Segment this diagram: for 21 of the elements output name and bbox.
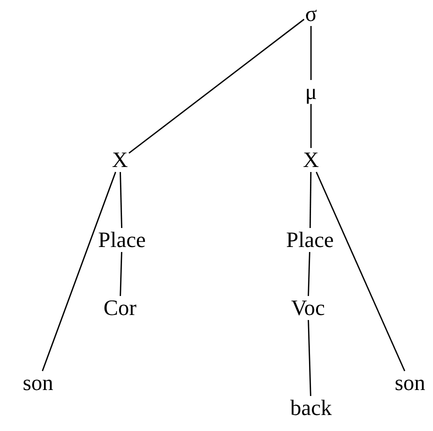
tree-branch-line <box>310 26 312 80</box>
tree-branch-line <box>310 104 312 148</box>
tree-node-label: Voc <box>290 296 326 320</box>
tree-branch-line <box>308 252 310 296</box>
tree-branch-line <box>310 172 312 228</box>
tree-branch-line <box>128 18 304 154</box>
tree-branch-line <box>308 320 312 396</box>
tree-branch-line <box>120 252 122 296</box>
tree-node-label: X <box>111 148 129 172</box>
tree-node-label: X <box>302 148 320 172</box>
tree-branch-line <box>316 172 406 372</box>
tree-node-label: Cor <box>102 296 138 320</box>
tree-branch-line <box>120 172 122 228</box>
tree-node-label: μ <box>304 80 318 104</box>
tree-node-label: back <box>289 396 333 420</box>
tree-node-label: σ <box>304 2 318 26</box>
tree-node-label: Place <box>285 228 335 252</box>
tree-node-label: son <box>22 371 54 395</box>
tree-node-label: Place <box>97 228 147 252</box>
tree-node-label: son <box>394 371 426 395</box>
tree-branch-line <box>42 172 116 372</box>
